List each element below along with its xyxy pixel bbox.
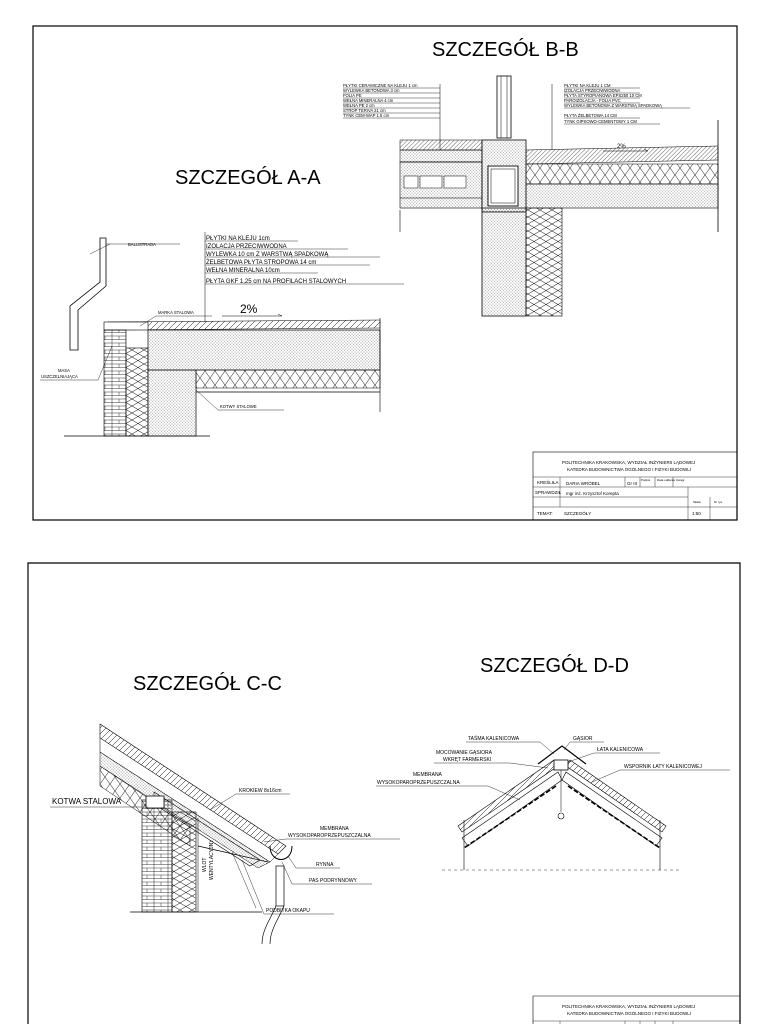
dd-label-gasior: GĄSIOR bbox=[573, 736, 593, 742]
title-detail-dd: SZCZEGÓŁ D-D bbox=[480, 654, 629, 677]
dd-label-wspornik: WSPORNIK ŁATY KALENICOWEJ bbox=[624, 764, 702, 770]
title-detail-aa: SZCZEGÓŁ A-A bbox=[175, 166, 321, 189]
detail-cc: KOTWA STALOWA KROKIEW 8x16cm MEMBRANA WY… bbox=[50, 723, 400, 945]
tb1-sprawdzil-label: SPRAWDZIŁ bbox=[535, 490, 562, 495]
tb1-sprawdzil-name: mgr inż. Krzysztof Korepta bbox=[566, 491, 619, 496]
titleblock-sheet-2: POLITECHNIKA KRAKOWSKA, WYDZIAŁ INŻYNIER… bbox=[532, 995, 740, 1024]
aa-label-marka: MARKA STALOWA bbox=[158, 310, 194, 315]
bb-window-frame bbox=[496, 75, 512, 139]
cc-label-wlot-2: WENTYLACYJNY bbox=[209, 839, 215, 880]
aa-label-balustrada: BALUSTRADA bbox=[128, 242, 156, 247]
bb-left-layer-3: FOLIA PE bbox=[343, 93, 362, 98]
sheet-2-border bbox=[27, 562, 741, 1024]
aa-label-kotwy: KOTWY STALOWE bbox=[220, 404, 257, 409]
aa-layer-1: PŁYTKI NA KLEJU 1cm bbox=[206, 236, 270, 242]
detail-dd: TAŚMA KALENICOWA GĄSIOR ŁATA KALENICOWA … bbox=[376, 734, 730, 871]
aa-label-masa-1: MASA bbox=[58, 368, 70, 373]
bb-right-layer-7: TYNK GIPSOWO-CEMENTOWY 1 CM bbox=[564, 119, 637, 124]
aa-balustrade bbox=[69, 237, 107, 351]
tb1-temat-label: TEMAT: bbox=[537, 511, 553, 516]
bb-right-layer-2: IZOLACJA PRZECIWWODNA bbox=[564, 88, 621, 93]
cc-label-membrana-2: WYSOKOPAROPRZEPUSZCZALNA bbox=[288, 833, 371, 839]
tb1-col-a: Podpis bbox=[641, 478, 651, 482]
title-detail-bb: SZCZEGÓŁ B-B bbox=[432, 38, 579, 61]
tb1-org-line-2: KATEDRA BUDOWNICTWA OGÓLNEGO I FIZYKI BU… bbox=[567, 466, 691, 472]
tb1-kreslil-name: DARIA WRÓBEL bbox=[566, 480, 601, 486]
title-detail-cc: SZCZEGÓŁ C-C bbox=[133, 672, 282, 695]
tb1-temat-value: SZCZEGÓŁY bbox=[564, 510, 591, 516]
sheet-2: SZCZEGÓŁ C-C SZCZEGÓŁ D-D KOTWA STALOWA bbox=[27, 562, 741, 1024]
bb-left-layer-6: STROP TERIVA 21 cm bbox=[343, 108, 386, 113]
tb1-scale-label: Skala bbox=[693, 500, 701, 504]
bb-left-layer-4: WEŁNA MINERALNA 4 cm bbox=[343, 98, 394, 103]
dd-label-membrana-2: WYSOKOPAROPRZEPUSZCZALNA bbox=[377, 780, 460, 786]
bb-right-layer-4: PAROIZOLACJA - FOLIA PVC bbox=[564, 98, 621, 103]
tb1-col-c: Uwagi bbox=[676, 478, 685, 482]
tb1-sheet-label: Nr rys. bbox=[714, 500, 723, 504]
tb1-scale-value: 1:50 bbox=[692, 511, 701, 516]
tb1-col-b: Data oddania bbox=[657, 478, 675, 482]
tb1-org-line-1: POLITECHNIKA KRAKOWSKA, WYDZIAŁ INŻYNIER… bbox=[562, 459, 695, 465]
sheet-1-border bbox=[32, 25, 738, 521]
aa-layer-6: PŁYTA GKF 1,25 cm NA PROFILACH STALOWYCH bbox=[206, 279, 346, 285]
bb-right-layer-3: PŁYTA STYROPIANOWA EPS250 10 CM bbox=[564, 93, 642, 98]
detail-bb: PŁYTKI CERAMICZNE NA KLEJU 1 cm WYLEWKA … bbox=[343, 75, 719, 317]
aa-slope-label: 2% bbox=[240, 302, 258, 316]
cc-label-rynna: RYNNA bbox=[316, 862, 334, 868]
dd-label-membrana-1: MEMBRANA bbox=[413, 772, 443, 778]
bb-left-layer-1: PŁYTKI CERAMICZNE NA KLEJU 1 cm bbox=[343, 83, 418, 88]
cc-label-pas: PAS PODRYNNOWY bbox=[309, 878, 358, 884]
titleblock-sheet-1: POLITECHNIKA KRAKOWSKA, WYDZIAŁ INŻYNIER… bbox=[532, 451, 738, 521]
cc-label-kotwa: KOTWA STALOWA bbox=[52, 797, 122, 806]
bb-left-layer-7: TYNK CEM-WAP 1.5 cm bbox=[343, 113, 390, 118]
aa-layer-2: IZOLACJA PRZECIWWODNA bbox=[206, 244, 287, 250]
bb-right-leaders bbox=[551, 84, 690, 150]
bb-left-layer-5: WEŁNA PE 2 cm bbox=[343, 103, 375, 108]
aa-layer-3: WYLEWKA 10 cm Z WARSTWĄ SPADKOWĄ bbox=[206, 252, 329, 258]
dd-label-mocowanie-2: WKRĘT FARMERSKI bbox=[443, 757, 491, 763]
dd-label-tasma: TAŚMA KALENICOWA bbox=[468, 734, 520, 742]
aa-label-masa-2: USZCZELNIAJĄCA bbox=[41, 374, 78, 379]
tb2-org-line-1: POLITECHNIKA KRAKOWSKA, WYDZIAŁ INŻYNIER… bbox=[562, 1003, 695, 1009]
aa-layer-4: ŻELBETOWA PŁYTA STROPOWA 14 cm bbox=[206, 259, 316, 266]
tb2-org-line-2: KATEDRA BUDOWNICTWA OGÓLNEGO I FIZYKI BU… bbox=[567, 1010, 691, 1016]
cc-label-podbitka: PODBITKA OKAPU bbox=[266, 908, 310, 914]
tb1-kreslil-label: KREŚLIŁA bbox=[537, 478, 559, 485]
bb-slope-label: 2% bbox=[617, 144, 626, 150]
cc-label-wlot-1: WLOT bbox=[202, 858, 208, 872]
cc-label-membrana-1: MEMBRANA bbox=[320, 826, 350, 832]
cc-label-krokiew: KROKIEW 8x16cm bbox=[239, 788, 282, 794]
dd-label-lata: ŁATA KALENICOWA bbox=[597, 747, 644, 753]
aa-layer-5: WEŁNA MINERALNA 10cm bbox=[206, 268, 280, 274]
bb-right-layer-5: WYLEWKA BETONOWA Z WARSTWĄ SPADKOWĄ bbox=[564, 103, 662, 108]
sheet-1: SZCZEGÓŁ B-B SZCZEGÓŁ A-A PŁYTKI CERAMIC… bbox=[32, 25, 738, 521]
detail-aa: BALUSTRADA PŁYTKI NA KLEJU 1cm IZOLACJA … bbox=[40, 232, 404, 437]
tb1-group: Gr III bbox=[627, 481, 637, 486]
dd-label-mocowanie-1: MOCOWANIE GĄSIORA bbox=[436, 750, 493, 756]
bb-left-layer-2: WYLEWKA BETONOWA 3 cm bbox=[343, 88, 400, 93]
bb-right-layer-1: PŁYTKI NA KLEJU 1 CM bbox=[564, 83, 611, 88]
bb-left-leaders bbox=[343, 84, 441, 150]
bb-right-layer-6: PŁYTA ŻELBETOWA 14 CM bbox=[564, 113, 617, 118]
